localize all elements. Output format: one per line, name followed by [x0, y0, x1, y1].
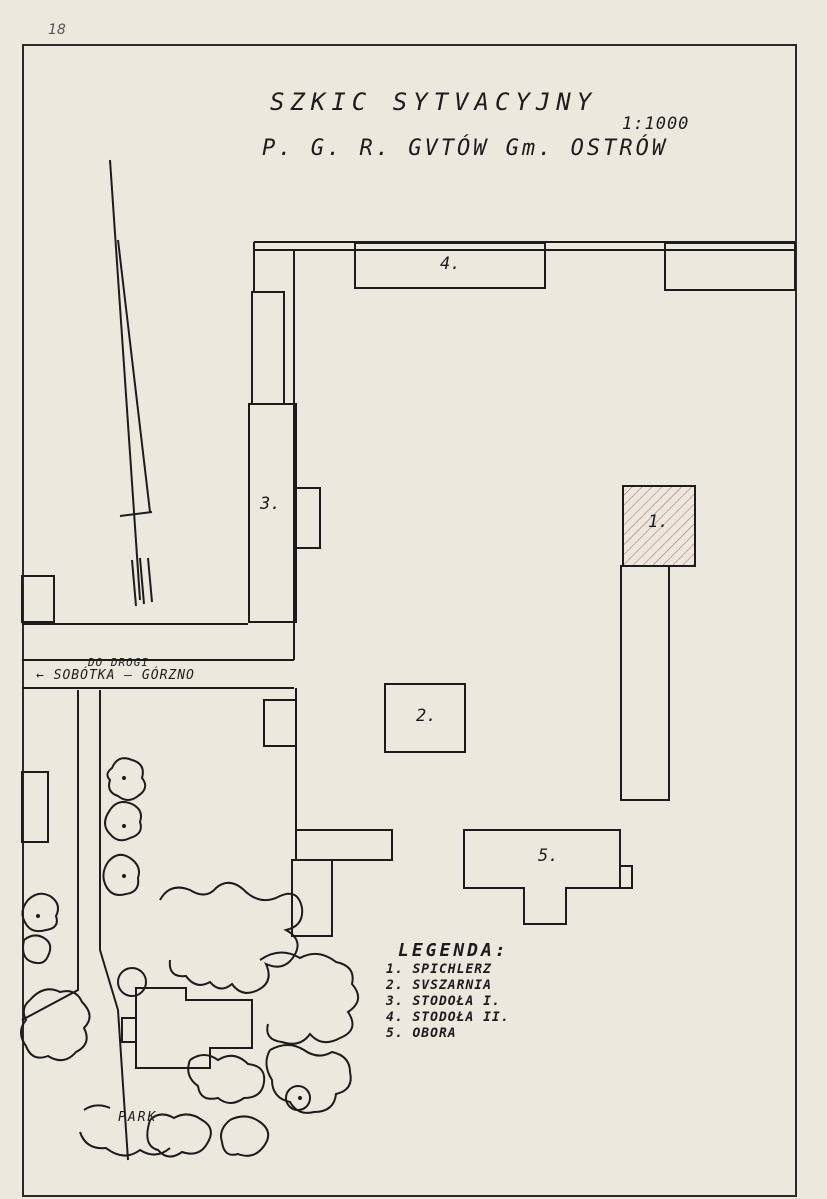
- legend-item: 5. OBORA: [386, 1026, 457, 1041]
- page-number: 18: [48, 22, 66, 38]
- road-label-line1: DO DROGI: [88, 656, 149, 669]
- park-tree-spot: [285, 1085, 311, 1111]
- legend-title: LEGENDA:: [398, 940, 509, 961]
- park-shrub-4: [265, 1044, 352, 1114]
- track-line-2: [117, 239, 151, 513]
- lane-left-edge: [21, 690, 79, 1021]
- legend-item: 1. SPICHLERZ: [386, 962, 492, 977]
- track-tick-1: [131, 559, 137, 607]
- building-lower-bar: [295, 829, 393, 861]
- building-5: [463, 829, 621, 925]
- track-tick-3: [147, 557, 153, 603]
- building-small-by-road: [263, 699, 297, 747]
- park-manor-porch: [121, 1017, 137, 1043]
- tree-4: [21, 892, 59, 933]
- park-shrub-1: [159, 881, 304, 994]
- tree-2: [104, 801, 142, 842]
- building-left-small: [21, 575, 55, 623]
- building-top-right: [664, 242, 796, 291]
- tree-5: [22, 934, 52, 965]
- building-2-number: 2.: [416, 706, 437, 726]
- lane-right-edge: [99, 690, 129, 1161]
- building-4: [354, 242, 546, 289]
- building-4-number: 4.: [440, 254, 461, 274]
- building-5-number: 5.: [538, 846, 559, 866]
- park-shrub-3: [187, 1054, 266, 1104]
- park-shrub-7: [79, 1131, 171, 1157]
- map-scale: 1:1000: [622, 114, 690, 134]
- track-line-1: [109, 159, 141, 601]
- building-1-hatched: [622, 485, 696, 567]
- park-label: PARK: [118, 1110, 158, 1125]
- map-title: SZKIC SYTVACYJNY: [270, 88, 598, 116]
- building-lower-stem: [291, 859, 333, 937]
- legend-item: 2. SVSZARNIA: [386, 978, 492, 993]
- building-5-annex: [619, 865, 633, 889]
- legend-item: 3. STODOŁA I.: [386, 994, 501, 1009]
- track-line-3: [119, 511, 153, 517]
- building-left-lower: [21, 771, 49, 843]
- building-3-number: 3.: [260, 494, 281, 514]
- building-3-upper: [251, 291, 285, 405]
- tree-3: [102, 853, 140, 896]
- park-shrub-2: [259, 951, 359, 1045]
- park-manor: [135, 987, 253, 1069]
- park-shrub-6: [83, 1104, 212, 1158]
- building-1-body: [620, 565, 670, 801]
- park-shrub-8: [220, 1115, 270, 1157]
- map-subtitle: P. G. R. GVTÓW Gm. OSTRÓW: [262, 136, 669, 161]
- park-shrub-5: [20, 988, 91, 1062]
- tree-1: [106, 757, 147, 801]
- park-manor-tower: [117, 967, 147, 997]
- track-tick-2: [139, 557, 145, 605]
- building-1-number: 1.: [648, 512, 669, 532]
- road-label-line2: ← SOBÓTKA – GÓRZNO: [36, 668, 195, 683]
- building-2: [384, 683, 466, 753]
- building-3-annex: [295, 487, 321, 549]
- legend-item: 4. STODOŁA II.: [386, 1010, 510, 1025]
